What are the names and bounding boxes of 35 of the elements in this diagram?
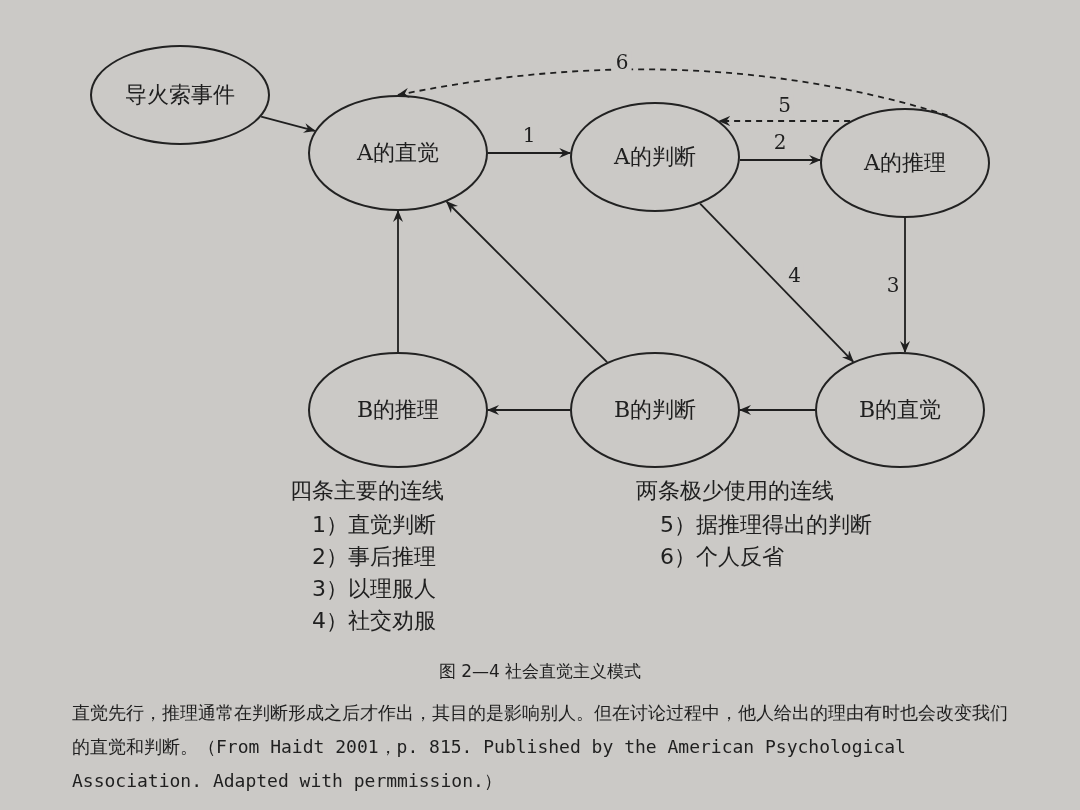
node-label: B的直觉 (858, 396, 942, 424)
node-label: B的推理 (356, 396, 440, 424)
ellipse-node (820, 108, 990, 218)
arrow (718, 116, 851, 126)
list-item: 5）据推理得出的判断 (660, 511, 872, 539)
arrow (699, 202, 855, 363)
node-label: B的判断 (613, 396, 697, 424)
node-label: A的推理 (864, 149, 946, 177)
arrow (487, 148, 572, 158)
list-item: 4）社交劝服 (312, 607, 436, 635)
arrow (739, 405, 816, 415)
arrow (393, 210, 403, 353)
list-heading: 两条极少使用的连线 (636, 477, 834, 505)
list-item: 6）个人反省 (660, 543, 784, 571)
ellipse-node (570, 352, 740, 468)
list-item: 3）以理服人 (312, 575, 436, 603)
ellipse-node (570, 102, 740, 212)
arrow (445, 200, 608, 363)
node-label: A的判断 (614, 143, 696, 171)
arrow (738, 155, 822, 165)
list-item: 2）事后推理 (312, 543, 436, 571)
node-label: 导火索事件 (125, 81, 235, 109)
ellipse-node (308, 95, 488, 211)
arrow (260, 115, 316, 133)
arrow (487, 405, 571, 415)
ellipse-node (90, 45, 270, 145)
figure-caption: 图 2—4 社会直觉主义模式 (438, 661, 642, 681)
arrow (397, 68, 949, 117)
node-label: A的直觉 (357, 139, 439, 167)
list-item: 1）直觉判断 (312, 511, 436, 539)
arrow (900, 217, 910, 354)
ellipse-node (308, 352, 488, 468)
ellipse-node (815, 352, 985, 468)
caption-paragraph: 直觉先行，推理通常在判断形成之后才作出，其目的是影响别人。但在讨论过程中，他人给出的理由有时也会改变我们的直觉和判断。（From Haidt 2001，p. 815. Published by the American Psychological Association. Adapted with permmission.） (72, 701, 1009, 793)
list-heading: 四条主要的连线 (290, 477, 444, 505)
